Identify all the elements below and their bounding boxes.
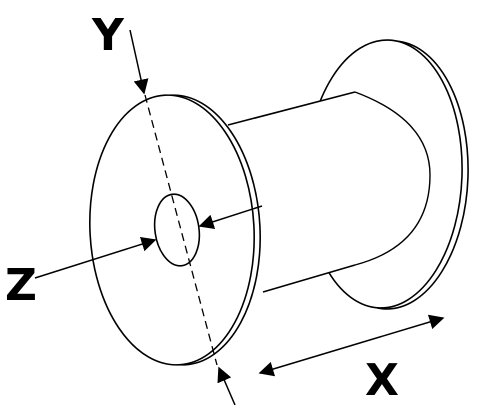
- x-double-arrow: [258, 314, 445, 377]
- z-axis-label: Z: [5, 260, 37, 311]
- y-arrow-bottom: [217, 366, 236, 405]
- z-arrow-right: [198, 205, 263, 229]
- x-axis-label: X: [365, 355, 399, 405]
- y-axis-label: Y: [91, 10, 125, 61]
- y-arrow-top: [129, 29, 149, 95]
- y-axis-dashed-line: [144, 94, 218, 366]
- z-arrow-left: [34, 236, 157, 279]
